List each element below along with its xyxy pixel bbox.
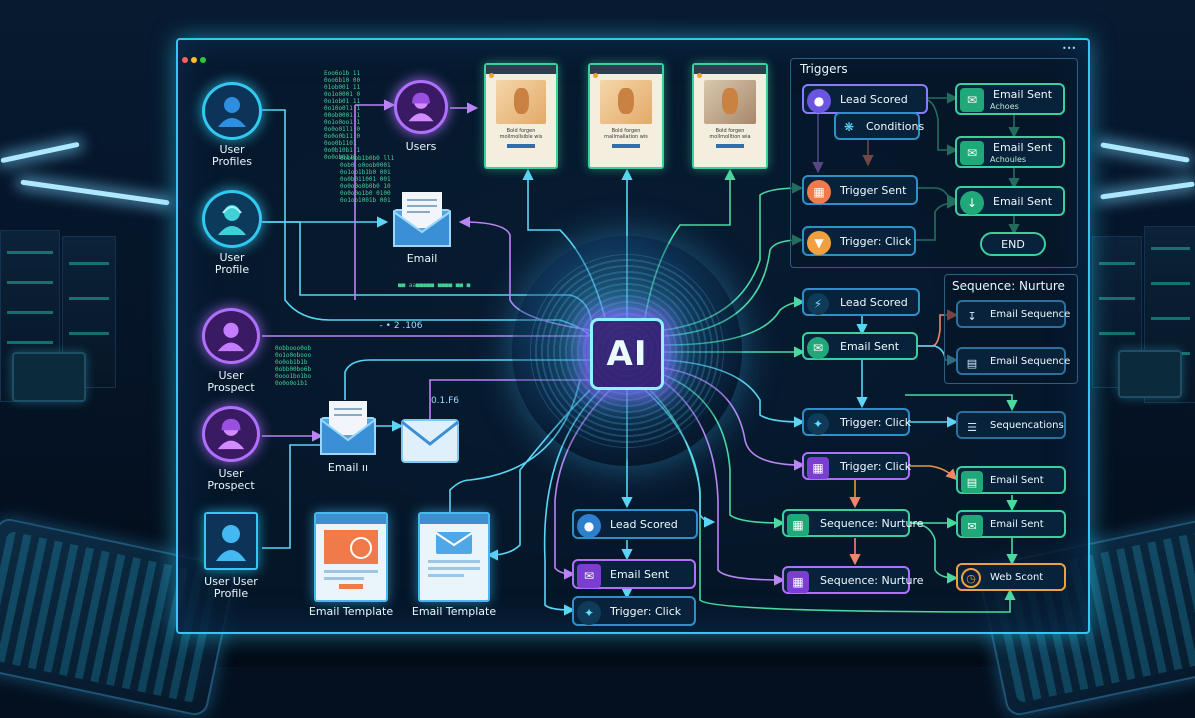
envelope-icon: ✉ [960, 88, 984, 112]
calendar-icon: ▦ [807, 457, 829, 479]
triggers-panel-title: Triggers [800, 62, 848, 76]
card-title: Bold forgen mollmolltion wia [709, 128, 751, 140]
avatar[interactable] [202, 190, 262, 248]
trigger-click-node[interactable]: ▼ Trigger: Click [802, 226, 916, 256]
user-prospect-label: User Prospect [207, 467, 255, 492]
email-label: Email [406, 252, 438, 265]
trigger-sent-node[interactable]: ▦ Trigger Sent [802, 175, 918, 205]
card-title: Bold forgen mollmollsible wis [499, 128, 543, 140]
email-sent-node[interactable]: ✉ Email Sent [956, 510, 1066, 538]
trigger-click-node[interactable]: ✦ Trigger: Click [572, 596, 696, 626]
trigger-click-node[interactable]: ✦ Trigger: Click [802, 408, 911, 436]
window-dots [182, 48, 209, 67]
email-template-label: Email Template [308, 605, 394, 618]
minimize-dot[interactable] [191, 57, 197, 63]
user-user-profile-avatar[interactable] [204, 512, 258, 570]
headset-user-icon [218, 205, 246, 235]
avatar[interactable] [202, 406, 260, 462]
sequencations-node[interactable]: ☰ Sequencations [956, 411, 1066, 439]
web-scont-node[interactable]: ◷ Web Scont [956, 563, 1066, 591]
email-sent-node[interactable]: ↓ Email Sent [955, 186, 1065, 216]
envelope-icon: ✉ [961, 515, 983, 537]
download-icon: ↓ [960, 191, 984, 215]
lead-scored-node[interactable]: ● Lead Scored [572, 509, 698, 539]
email-preview-card[interactable]: Bold forgen mollmollsible wis [484, 63, 558, 169]
document-icon: ▤ [961, 471, 983, 493]
clipboard-icon: ▦ [787, 514, 809, 536]
code-stream: ■■ aa■■■■■ ■■■■ ■■ ■ [398, 282, 471, 289]
code-stream: 0obbooo0ob 0o1o0obooo 0o0ob1b1b 0obb00bo… [275, 345, 312, 387]
sequence-panel-title: Sequence: Nurture [952, 279, 1065, 293]
email-sent-node[interactable]: ✉ Email Sent [802, 332, 918, 360]
code-stream: Eoo6o1b 11 0oo6b10 00 01ob001 11 0o1o000… [324, 70, 361, 161]
email-sent-node[interactable]: ✉ Email Sent [572, 559, 696, 589]
bolt-icon: ⚡ [807, 293, 829, 315]
list-icon: ☰ [967, 420, 977, 434]
readout-text: 0.1.F6 [430, 396, 460, 406]
server-rack [62, 236, 116, 388]
pointer-icon: ✦ [577, 601, 601, 625]
email-template-label: Email Template [411, 605, 497, 618]
window-menu-icon[interactable]: ••• [1062, 44, 1077, 53]
user-icon [218, 97, 246, 127]
user-profiles-label: User Profiles [212, 143, 252, 168]
ai-chip[interactable]: AI [590, 318, 664, 390]
email-sent-node[interactable]: ✉ Email Sent Achoes [955, 83, 1065, 115]
user-profile-label: User Profile [214, 251, 250, 276]
trigger-click-node[interactable]: ▦ Trigger: Click [802, 452, 911, 480]
email-sequence-node[interactable]: ↧ Email Sequence [956, 300, 1070, 328]
maximize-dot[interactable] [200, 57, 206, 63]
email-sent-node[interactable]: ▤ Email Sent [956, 466, 1066, 494]
envelope-icon: ✉ [577, 564, 601, 588]
email-sent-node[interactable]: ✉ Email Sent Achoules [955, 136, 1065, 168]
users-avatar[interactable] [394, 80, 448, 134]
user-prospect-label: User Prospect [207, 369, 255, 394]
email-preview-card[interactable]: Bold forgen mallmallation wis [588, 63, 664, 169]
user-user-profile-label: User User Profile [204, 575, 258, 600]
envelope-icon [435, 532, 473, 554]
conditions-node[interactable]: ❋ Conditions [834, 112, 924, 140]
envelope-icon[interactable] [400, 418, 460, 464]
pin-icon: ● [577, 514, 601, 538]
clipboard-icon: ▦ [787, 571, 809, 593]
female-user-icon [408, 92, 434, 122]
users-label: Users [405, 140, 437, 153]
envelope-icon: ✉ [960, 141, 984, 165]
avatar[interactable] [202, 82, 262, 140]
envelope-icon: ✉ [807, 337, 829, 359]
sequence-nurture-node[interactable]: ▦ Sequence: Nurture [782, 509, 924, 537]
user-icon [216, 525, 246, 561]
email-template-card[interactable] [314, 512, 388, 602]
card-title: Bold forgen mallmallation wis [604, 128, 648, 140]
timer-icon: ◷ [961, 568, 981, 588]
calendar-icon: ▦ [807, 180, 831, 204]
user-icon [217, 322, 245, 352]
avatar[interactable] [202, 308, 260, 364]
envelope-icon[interactable] [318, 398, 378, 458]
desk-monitor [12, 352, 86, 402]
end-node[interactable]: END [980, 232, 1046, 256]
email-ii-label: Email ıı [327, 461, 369, 474]
filter-icon: ▼ [807, 231, 831, 255]
sequence-nurture-node[interactable]: ▦ Sequence: Nurture [782, 566, 924, 594]
female-user-icon [217, 418, 245, 450]
pointer-icon: ✦ [807, 413, 829, 435]
code-stream: 0ob0ob1b0b0 ll1 0ob0 o0oob0001 0o1oo1b1b… [340, 155, 395, 204]
email-preview-card[interactable]: Bold forgen mollmolltion wia [692, 63, 768, 169]
download-icon: ↧ [967, 309, 977, 323]
lead-scored-node[interactable]: ⚡ Lead Scored [802, 288, 920, 316]
readout-text: - • 2 .106 [379, 321, 423, 331]
email-sequence-node[interactable]: ▤ Email Sequence [956, 347, 1070, 375]
lead-scored-node[interactable]: ● Lead Scored [802, 84, 928, 114]
desk-monitor [1118, 350, 1182, 398]
envelope-icon[interactable] [390, 188, 454, 250]
user-icon: ● [807, 89, 831, 113]
email-template-card[interactable] [418, 512, 490, 602]
close-dot[interactable] [182, 57, 188, 63]
nodes-icon: ❋ [843, 120, 855, 134]
document-icon: ▤ [966, 356, 978, 370]
